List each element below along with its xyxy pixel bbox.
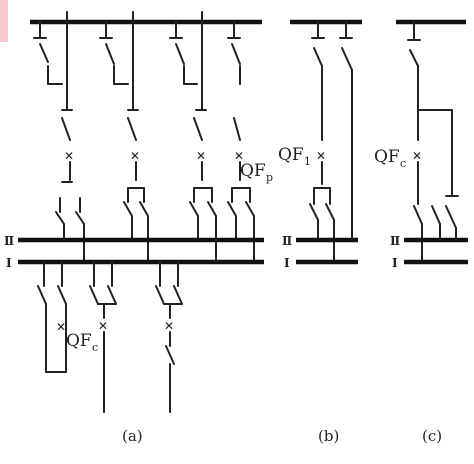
a-lower-feeder-2: ✕ — [89, 261, 117, 413]
svg-text:✕: ✕ — [316, 149, 326, 163]
caption-b: (b) — [318, 427, 339, 445]
a-qf-p-label: QF p — [240, 161, 273, 184]
svg-text:QF: QF — [278, 145, 304, 165]
a-lower-feeder-3: ✕ — [155, 261, 183, 413]
a-feeder-1: ✕ — [33, 11, 85, 263]
diagram-b: ✕ Ⅱ Ⅰ QF 1 (b) — [278, 19, 362, 445]
diagram-c: ✕ Ⅱ Ⅰ QF c (c) — [374, 19, 468, 445]
svg-text:p: p — [266, 171, 273, 184]
svg-text:✕: ✕ — [56, 320, 66, 334]
b-qf-1-label: QF 1 — [278, 145, 311, 168]
corner-accent — [0, 0, 8, 42]
svg-text:✕: ✕ — [130, 149, 140, 163]
caption-c: (c) — [422, 427, 442, 445]
svg-text:c: c — [400, 157, 406, 170]
c-bus-i-label: Ⅰ — [392, 256, 398, 270]
b-bus-ii-label: Ⅱ — [282, 234, 292, 248]
svg-text:✕: ✕ — [234, 149, 244, 163]
a-lower-feeder-1: ✕ — [37, 261, 67, 373]
a-bus-ii-label: Ⅱ — [4, 234, 14, 248]
a-feeder-bypass: ✕ — [227, 21, 255, 263]
a-bus-i-label: Ⅰ — [6, 256, 12, 270]
c-bus-ii-label: Ⅱ — [390, 234, 400, 248]
svg-text:✕: ✕ — [164, 319, 174, 333]
svg-text:QF: QF — [240, 161, 266, 181]
diagram-a: ✕ ✕ — [4, 11, 273, 445]
svg-text:1: 1 — [304, 155, 311, 168]
svg-text:QF: QF — [66, 331, 92, 351]
a-qf-c-label: QF c — [66, 331, 98, 354]
svg-text:✕: ✕ — [98, 319, 108, 333]
svg-text:✕: ✕ — [64, 149, 74, 163]
a-feeder-3: ✕ — [169, 11, 217, 263]
svg-text:✕: ✕ — [412, 149, 422, 163]
a-feeder-2: ✕ — [99, 11, 149, 263]
caption-a: (a) — [122, 427, 143, 445]
svg-text:c: c — [92, 341, 98, 354]
svg-text:QF: QF — [374, 147, 400, 167]
svg-text:✕: ✕ — [196, 149, 206, 163]
b-bus-i-label: Ⅰ — [284, 256, 290, 270]
c-qf-c-label: QF c — [374, 147, 406, 170]
